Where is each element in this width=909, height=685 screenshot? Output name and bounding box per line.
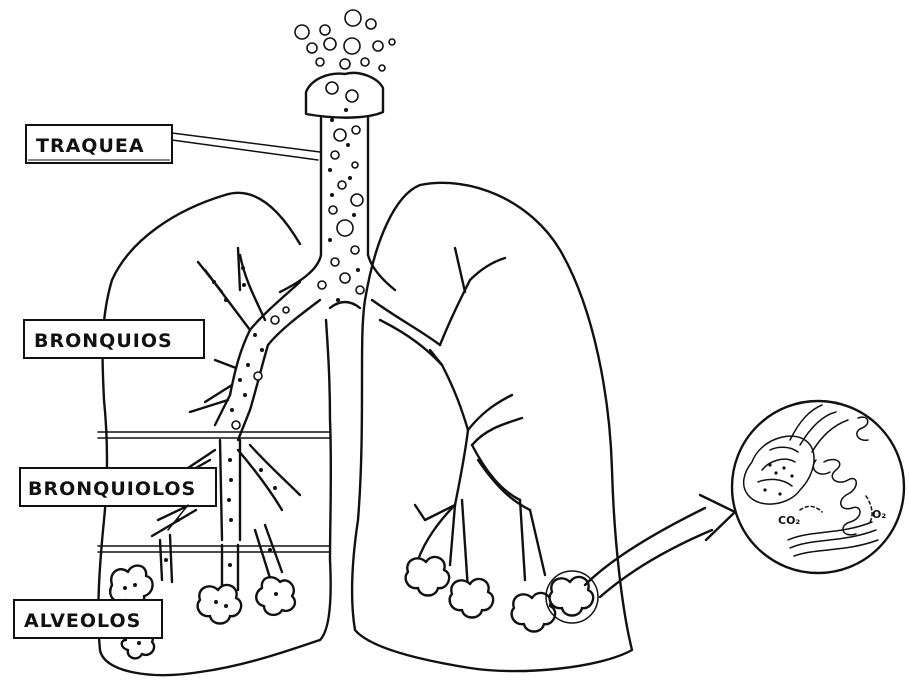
alveoli-right <box>406 557 598 632</box>
co2-label: CO₂ <box>778 514 800 527</box>
o2-label: O₂ <box>872 508 886 521</box>
label-bronquios: BRONQUIOS <box>34 330 173 352</box>
inset-circle <box>732 401 904 573</box>
label-alveolos-group: ALVEOLOS <box>14 600 162 638</box>
right-bronchial-tree <box>372 248 545 590</box>
air-bubbles <box>295 10 395 302</box>
label-traquea-group: TRAQUEA <box>26 125 320 163</box>
gas-exchange-inset: CO₂ O₂ <box>585 401 904 597</box>
trachea <box>280 73 395 308</box>
label-bronquiolos: BRONQUIOLOS <box>28 478 196 500</box>
label-traquea: TRAQUEA <box>36 135 145 157</box>
air-particles-left <box>164 266 289 567</box>
label-alveolos: ALVEOLOS <box>24 610 141 632</box>
label-bronquios-group: BRONQUIOS <box>24 320 204 358</box>
magnify-arrow <box>585 508 705 585</box>
label-bronquiolos-group: BRONQUIOLOS <box>20 468 216 530</box>
left-bronchial-tree <box>152 248 320 590</box>
